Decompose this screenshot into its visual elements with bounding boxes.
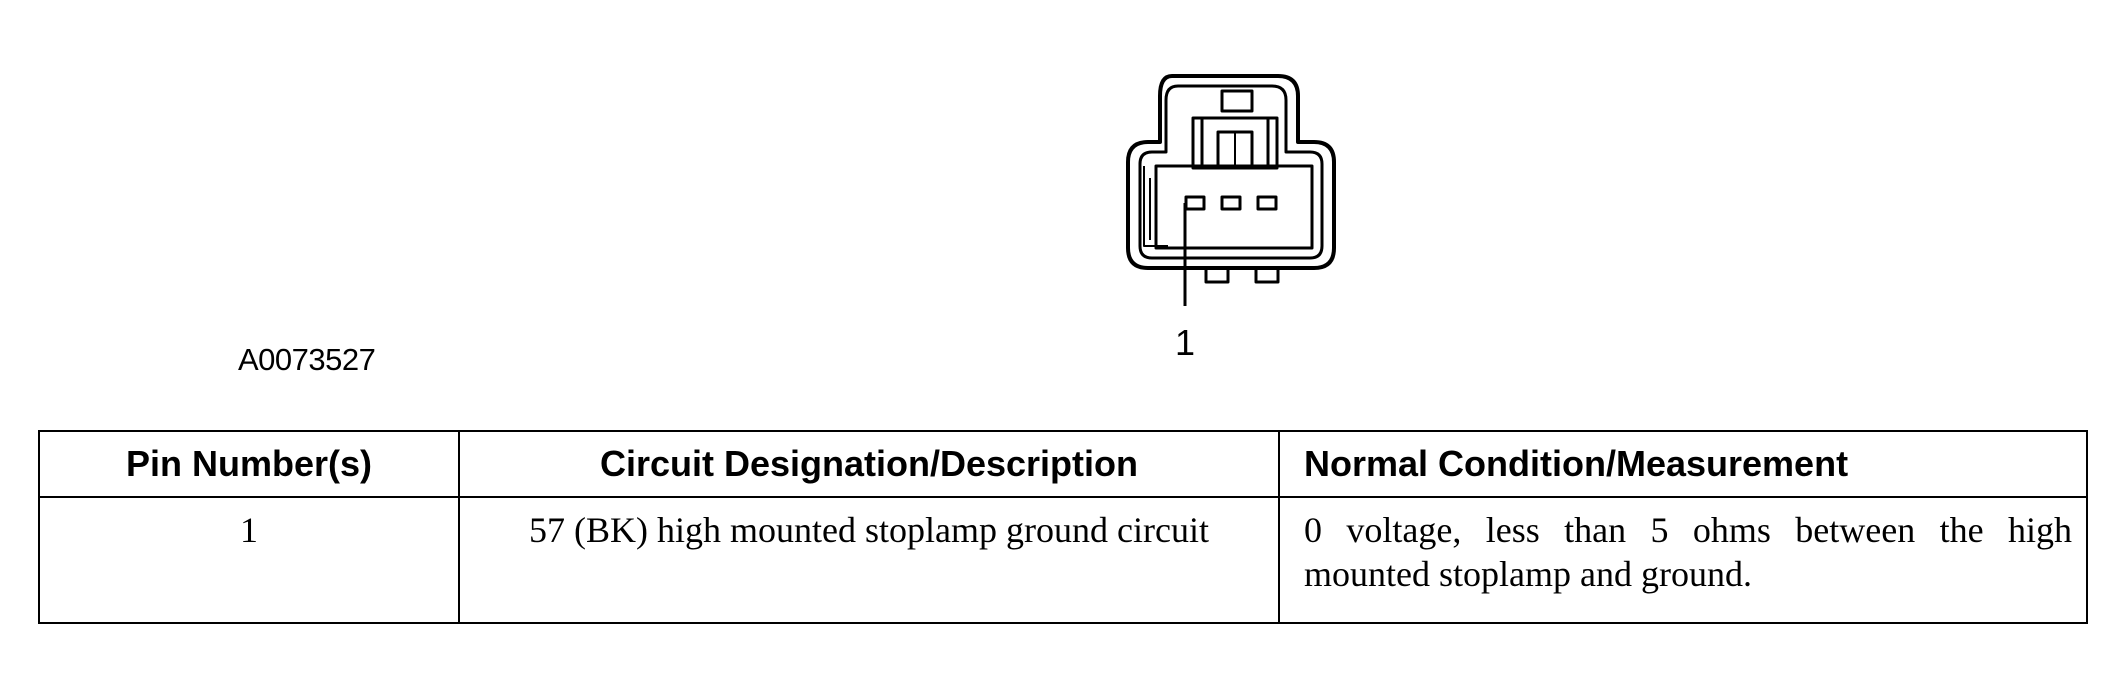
bottom-key-left xyxy=(1204,268,1230,284)
cell-circuit-description: 57 (BK) high mounted stoplamp ground cir… xyxy=(458,496,1280,624)
connector-inner-housing xyxy=(1138,84,1324,260)
table-header-row: Pin Number(s) Circuit Designation/Descri… xyxy=(38,430,2088,498)
pin-3 xyxy=(1256,195,1278,211)
locking-tab xyxy=(1220,89,1254,113)
pinout-table: Pin Number(s) Circuit Designation/Descri… xyxy=(38,430,2088,624)
header-circuit-designation: Circuit Designation/Description xyxy=(458,430,1280,498)
header-pin-numbers: Pin Number(s) xyxy=(38,430,460,498)
cell-normal-condition: 0 voltage, less than 5 ohms between the … xyxy=(1278,496,2088,624)
bottom-key-right xyxy=(1254,268,1280,284)
connector-diagram xyxy=(1126,74,1336,306)
connector-outer-housing xyxy=(1126,74,1336,270)
pin-2 xyxy=(1220,195,1242,211)
pin-cavity-body xyxy=(1154,164,1314,250)
header-normal-condition: Normal Condition/Measurement xyxy=(1278,430,2088,498)
pin-1 xyxy=(1184,195,1206,211)
table-row: 1 57 (BK) high mounted stoplamp ground c… xyxy=(38,496,2088,624)
cell-pin-number: 1 xyxy=(38,496,460,624)
pin-callout-label: 1 xyxy=(1174,322,1196,363)
figure-id: A0073527 xyxy=(238,342,376,377)
